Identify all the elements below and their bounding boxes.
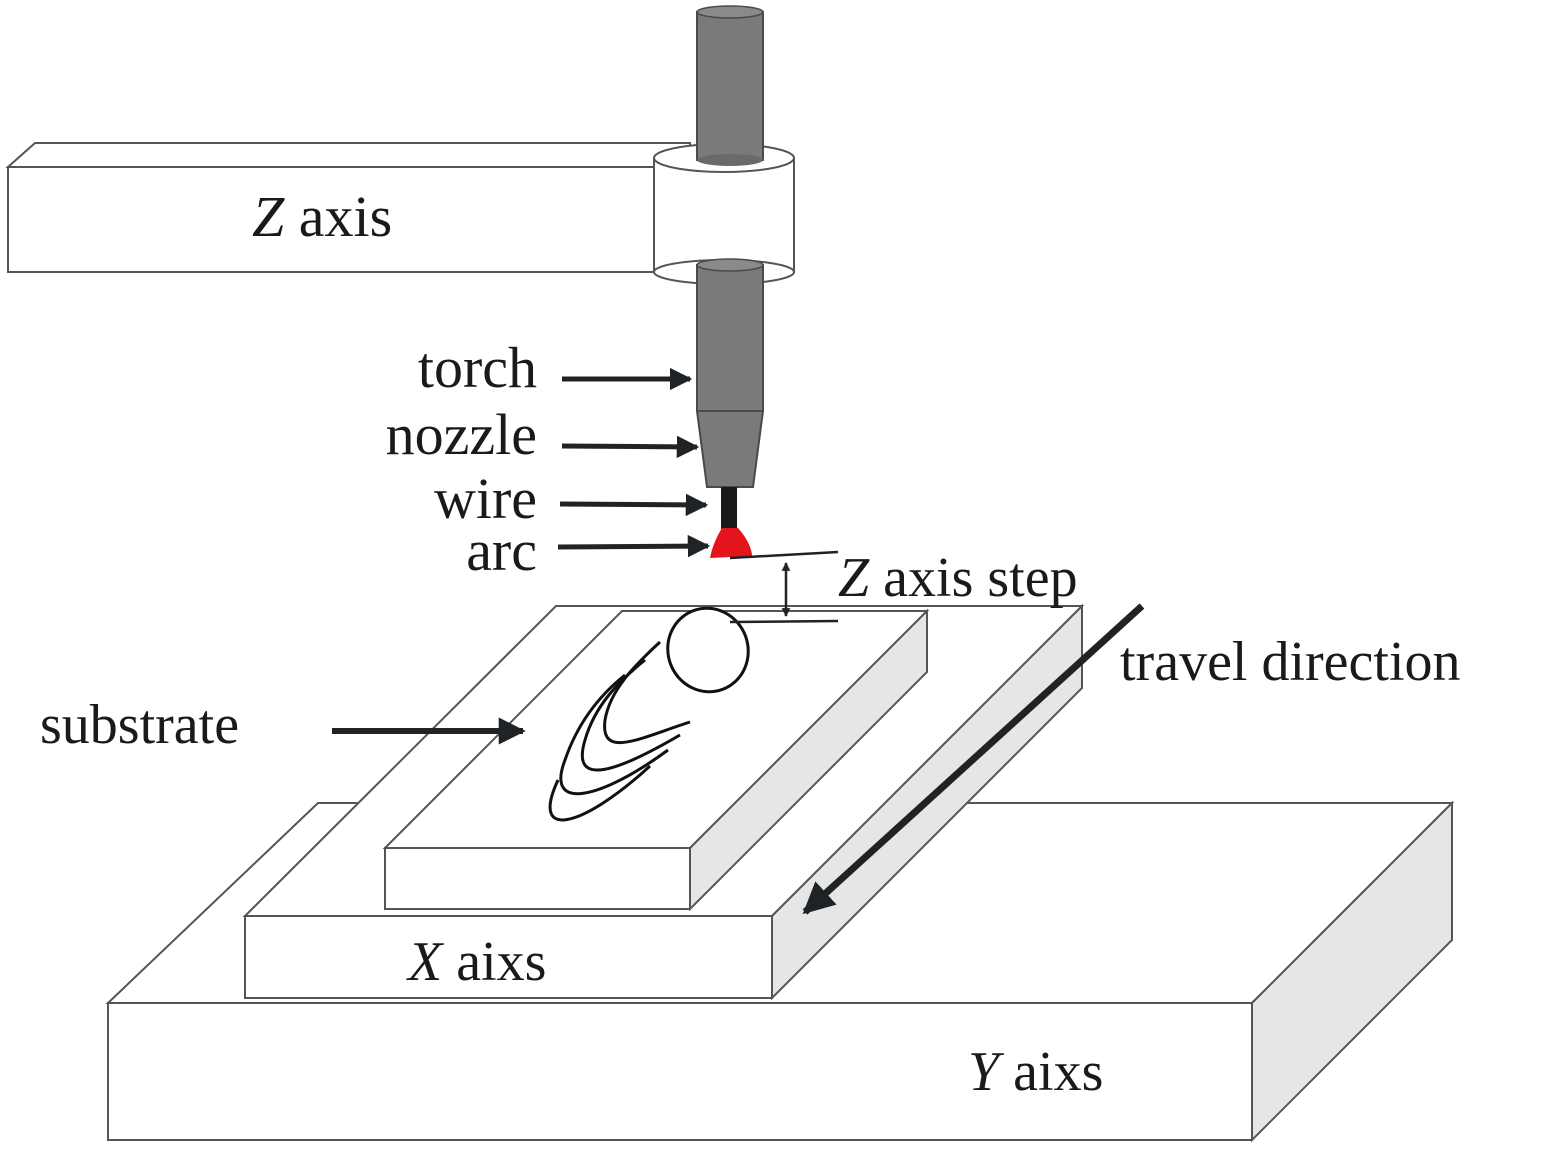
torch-label: torch bbox=[418, 335, 537, 400]
substrate-plate bbox=[382, 608, 930, 912]
substrate-label: substrate bbox=[40, 694, 239, 756]
x-axis-label: X aixs bbox=[406, 931, 546, 993]
nozzle-arrow bbox=[561, 435, 700, 459]
x-axis-var: X bbox=[406, 931, 445, 993]
nozzle-label: nozzle bbox=[386, 402, 537, 467]
z-axis-step-var: Z bbox=[838, 547, 870, 609]
z-axis-text: axis bbox=[284, 184, 392, 249]
arc-label: arc bbox=[466, 518, 537, 583]
z-axis-step-dimension bbox=[729, 550, 839, 624]
torch-body bbox=[696, 258, 764, 412]
deposited-beads bbox=[548, 606, 750, 822]
wire-rod bbox=[721, 487, 737, 529]
x-axis-text: aixs bbox=[442, 931, 546, 993]
arc-arrow bbox=[557, 534, 711, 558]
arc-glow bbox=[710, 528, 752, 558]
wire-label: wire bbox=[434, 466, 537, 531]
travel-direction-label: travel direction bbox=[1120, 631, 1461, 693]
z-axis-var: Z bbox=[252, 184, 285, 249]
travel-direction-arrow bbox=[802, 603, 1145, 915]
upper-column bbox=[696, 5, 764, 166]
z-axis-step-text: axis step bbox=[869, 547, 1077, 609]
z-axis-label: Z axis bbox=[252, 184, 392, 249]
z-axis-step-label: Z axis step bbox=[838, 547, 1078, 609]
nozzle-cone bbox=[695, 410, 765, 488]
y-axis-label: Y aixs bbox=[968, 1041, 1103, 1103]
wire-arrow bbox=[559, 493, 709, 517]
y-axis-var: Y bbox=[968, 1041, 1005, 1103]
y-axis-text: aixs bbox=[999, 1041, 1103, 1103]
